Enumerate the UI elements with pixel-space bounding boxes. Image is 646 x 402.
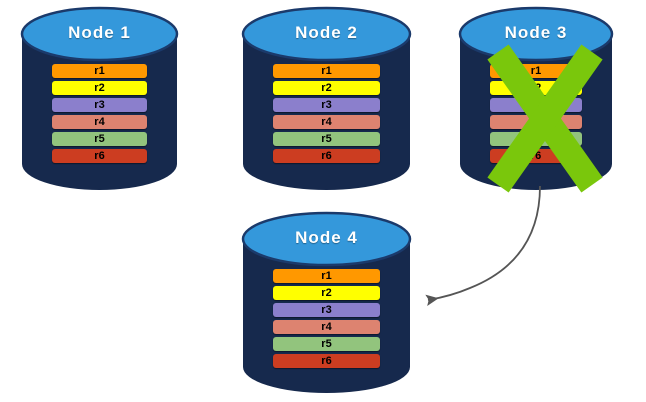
node-row-r6[interactable]: r6 [273,354,380,368]
node-row-r1[interactable]: r1 [273,64,380,78]
node-row-r1[interactable]: r1 [273,269,380,283]
node-row-r2[interactable]: r2 [273,81,380,95]
node-row-r6[interactable]: r6 [273,149,380,163]
node-row-r5[interactable]: r5 [273,132,380,146]
node-row-r4[interactable]: r4 [52,115,147,129]
node-row-r2[interactable]: r2 [273,286,380,300]
node-row-r5[interactable]: r5 [52,132,147,146]
node-row-r3[interactable]: r3 [52,98,147,112]
node-row-r3[interactable]: r3 [273,303,380,317]
node-row-r5[interactable]: r5 [273,337,380,351]
node-row-r2[interactable]: r2 [52,81,147,95]
node-row-r1[interactable]: r1 [52,64,147,78]
node-row-r3[interactable]: r3 [273,98,380,112]
node-row-r4[interactable]: r4 [273,320,380,334]
node-row-r4[interactable]: r4 [273,115,380,129]
node-row-r6[interactable]: r6 [52,149,147,163]
